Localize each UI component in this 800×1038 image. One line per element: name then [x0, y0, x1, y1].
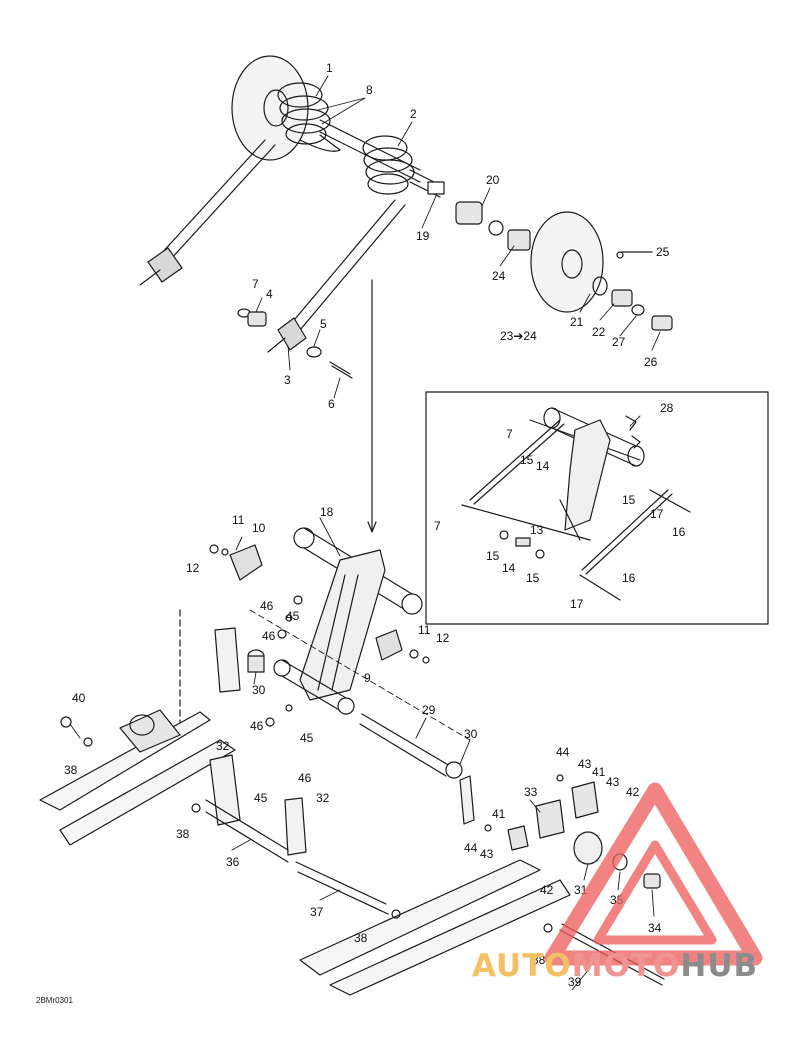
callout-label: 3	[284, 373, 291, 387]
callout-label: 29	[422, 703, 436, 717]
callout-label: 45	[286, 609, 300, 623]
callout-label: 6	[328, 397, 335, 411]
callout-label: 17	[650, 507, 664, 521]
watermark-part-hub: HUB	[680, 948, 759, 984]
callout-label: 44	[464, 841, 478, 855]
callout-label: 7	[252, 277, 259, 291]
callout-label: 16	[672, 525, 686, 539]
callout-label: 7	[506, 427, 513, 441]
callout-label: 15	[622, 493, 636, 507]
callout-label: 10	[252, 521, 266, 535]
callout-label: 38	[64, 763, 78, 777]
callout-label: 33	[524, 785, 538, 799]
callout-label: 15	[520, 453, 534, 467]
leader-lines	[69, 75, 661, 991]
inset-detail-box	[425, 391, 769, 625]
watermark-part-auto: AUTO	[472, 948, 572, 984]
callout-label: 18	[320, 505, 334, 519]
callout-label: 32	[216, 739, 230, 753]
callout-label: 32	[316, 791, 330, 805]
callout-label: 19	[416, 229, 430, 243]
callout-label: 28	[660, 401, 674, 415]
callout-label: 45	[300, 731, 314, 745]
callout-label: 14	[502, 561, 516, 575]
callout-label: 45	[254, 791, 268, 805]
callout-label: 27	[612, 335, 626, 349]
callout-label: 40	[72, 691, 86, 705]
callout-label: 22	[592, 325, 606, 339]
callout-label: 43	[578, 757, 592, 771]
callout-label: 26	[644, 355, 658, 369]
callout-label: 16	[622, 571, 636, 585]
callout-label: 5	[320, 317, 327, 331]
callout-label: 24	[492, 269, 506, 283]
callout-label: 1	[326, 61, 333, 75]
callout-label: 15	[526, 571, 540, 585]
watermark-text: AUTOMOTOHUB	[472, 948, 758, 984]
callout-label: 41	[592, 765, 606, 779]
callout-label: 20	[486, 173, 500, 187]
callout-label: 4	[266, 287, 273, 301]
callout-label: 43	[606, 775, 620, 789]
callout-label: 11	[418, 623, 431, 637]
rear-axle-assembly	[139, 55, 673, 533]
callout-label: 14	[536, 459, 550, 473]
callout-label: 12	[186, 561, 200, 575]
watermark-logo	[544, 782, 763, 966]
callout-label: 46	[260, 599, 274, 613]
callout-label: 38	[532, 953, 546, 967]
callout-label: 21	[570, 315, 584, 329]
callout-label: 23➔24	[500, 329, 537, 343]
callout-label: 17	[570, 597, 584, 611]
callout-label: 15	[486, 549, 500, 563]
callout-label: 42	[540, 883, 554, 897]
callout-label: 12	[436, 631, 450, 645]
callout-label: 13	[530, 523, 544, 537]
callout-label: 38	[176, 827, 190, 841]
callout-label: 36	[226, 855, 240, 869]
callout-label: 39	[568, 975, 582, 989]
callout-label: 25	[656, 245, 670, 259]
callout-label: 38	[354, 931, 368, 945]
callout-label: 43	[480, 847, 494, 861]
callout-label: 8	[366, 83, 373, 97]
callout-label: 46	[262, 629, 276, 643]
callout-label: 46	[250, 719, 264, 733]
callout-label: 41	[492, 807, 506, 821]
callout-label: 2	[410, 107, 417, 121]
callout-label: 7	[434, 519, 441, 533]
callout-label: 34	[648, 921, 662, 935]
reference-code: 2BMr0301	[36, 996, 73, 1005]
front-arm-assembly	[179, 527, 471, 741]
callout-label: 42	[626, 785, 640, 799]
callout-label: 46	[298, 771, 312, 785]
callout-label: 9	[364, 671, 371, 685]
callout-labels: 1 2 3 4 5 6 7 8 19 20 21 22 23➔24 24 25 …	[64, 61, 686, 989]
watermark-part-moto: MOTO	[571, 948, 681, 984]
callout-label: 30	[464, 727, 478, 741]
callout-label: 37	[310, 905, 324, 919]
callout-label: 30	[252, 683, 266, 697]
callout-label: 11	[232, 513, 245, 527]
slide-rails	[39, 709, 665, 996]
callout-label: 44	[556, 745, 570, 759]
